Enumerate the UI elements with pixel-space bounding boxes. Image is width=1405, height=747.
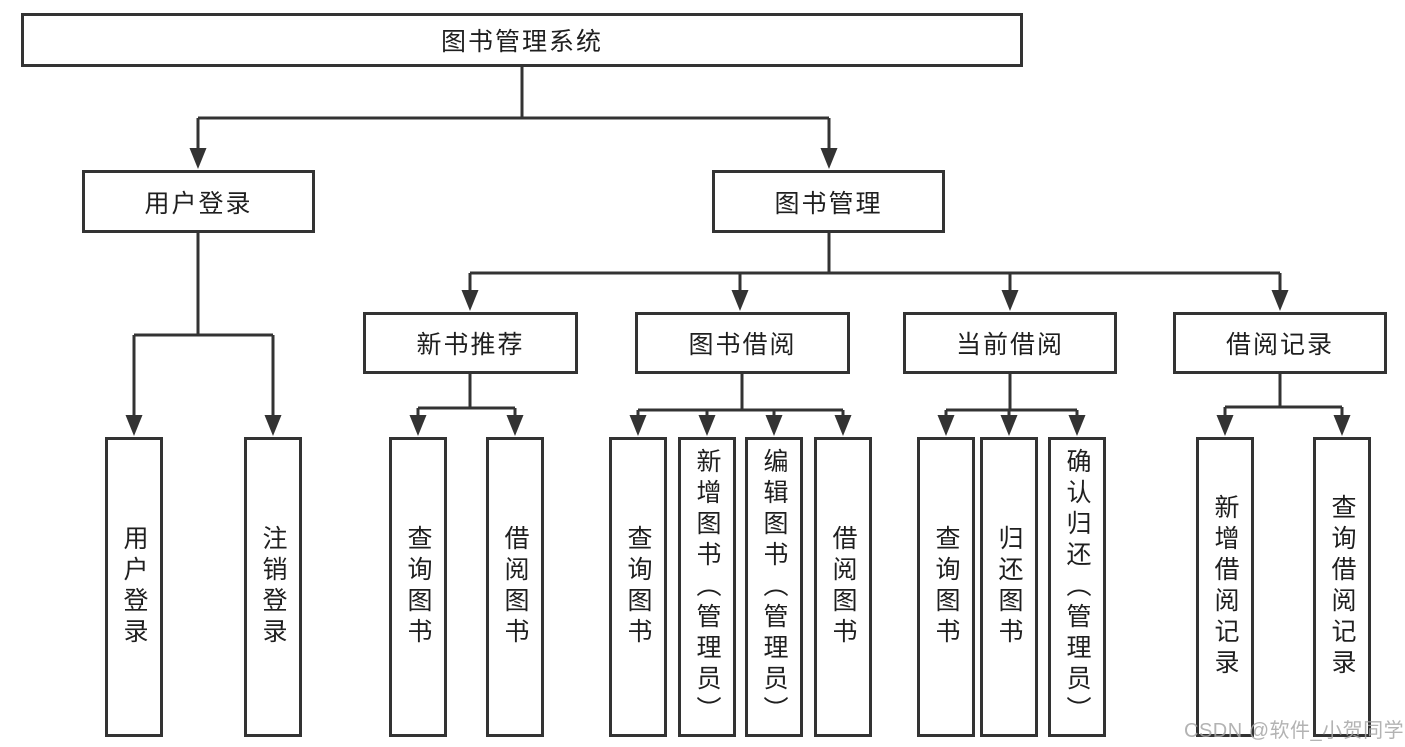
leaf-edit-book-admin: 编辑图书（管理员）	[745, 437, 803, 737]
leaf-user-login: 用户登录	[105, 437, 163, 737]
leaf-return-book-label: 归还图书	[995, 525, 1023, 649]
leaf-return-book: 归还图书	[980, 437, 1038, 737]
leaf-user-login-label: 用户登录	[120, 525, 148, 649]
node-user-login-label: 用户登录	[144, 189, 253, 218]
leaf-query-borrow-record: 查询借阅记录	[1313, 437, 1371, 737]
leaf-query-books-borrow-label: 查询图书	[624, 525, 652, 649]
leaf-query-books-current-label: 查询图书	[932, 525, 960, 649]
node-current-borrowing-label: 当前借阅	[955, 331, 1064, 359]
node-current-borrowing: 当前借阅	[903, 312, 1117, 374]
leaf-borrow-books-label: 借阅图书	[829, 525, 857, 649]
leaf-borrow-books: 借阅图书	[814, 437, 872, 737]
node-borrowing-records: 借阅记录	[1173, 312, 1387, 374]
leaf-add-book-admin: 新增图书（管理员）	[678, 437, 736, 737]
leaf-borrow-books-recommend: 借阅图书	[486, 437, 544, 737]
leaf-add-borrow-record: 新增借阅记录	[1196, 437, 1254, 737]
node-new-book-recommend: 新书推荐	[363, 312, 578, 374]
node-borrowing-records-label: 借阅记录	[1225, 331, 1334, 359]
node-root: 图书管理系统	[21, 13, 1023, 67]
node-book-borrowing: 图书借阅	[635, 312, 850, 374]
node-book-borrowing-label: 图书借阅	[688, 331, 797, 359]
leaf-logout: 注销登录	[244, 437, 302, 737]
leaf-add-borrow-record-label: 新增借阅记录	[1211, 494, 1239, 680]
leaf-confirm-return-admin: 确认归还（管理员）	[1048, 437, 1106, 737]
leaf-query-books-recommend: 查询图书	[389, 437, 447, 737]
leaf-query-books-borrow: 查询图书	[609, 437, 667, 737]
leaf-borrow-books-recommend-label: 借阅图书	[501, 525, 529, 649]
leaf-edit-book-admin-label: 编辑图书（管理员）	[760, 447, 788, 727]
node-root-label: 图书管理系统	[440, 28, 603, 56]
leaf-query-books-recommend-label: 查询图书	[404, 525, 432, 649]
leaf-add-book-admin-label: 新增图书（管理员）	[693, 447, 721, 727]
node-book-management: 图书管理	[712, 170, 945, 233]
node-user-login: 用户登录	[82, 170, 315, 233]
leaf-query-borrow-record-label: 查询借阅记录	[1328, 494, 1356, 680]
watermark: CSDN @软件_小贺同学	[1184, 720, 1405, 742]
node-new-book-recommend-label: 新书推荐	[416, 331, 525, 359]
leaf-query-books-current: 查询图书	[917, 437, 975, 737]
node-book-management-label: 图书管理	[774, 189, 883, 218]
leaf-logout-label: 注销登录	[259, 525, 287, 649]
leaf-confirm-return-admin-label: 确认归还（管理员）	[1063, 447, 1091, 727]
